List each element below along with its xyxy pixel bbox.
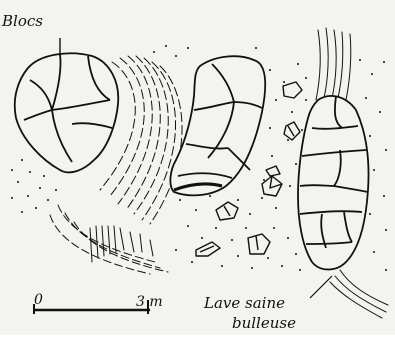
scale-end-label: 3 m xyxy=(136,294,163,310)
block-cluster-middle xyxy=(170,56,265,195)
lava-label-line1: Lave saine xyxy=(203,294,285,312)
lava-pointer-line xyxy=(310,276,332,298)
lava-label-line2: bulleuse xyxy=(232,314,296,332)
blocs-label: Blocs xyxy=(1,12,43,30)
scale-bar: 0 3 m xyxy=(34,292,163,314)
block-cluster-right xyxy=(298,96,369,270)
block-cluster-left xyxy=(15,53,119,172)
scale-start-label: 0 xyxy=(34,292,43,308)
